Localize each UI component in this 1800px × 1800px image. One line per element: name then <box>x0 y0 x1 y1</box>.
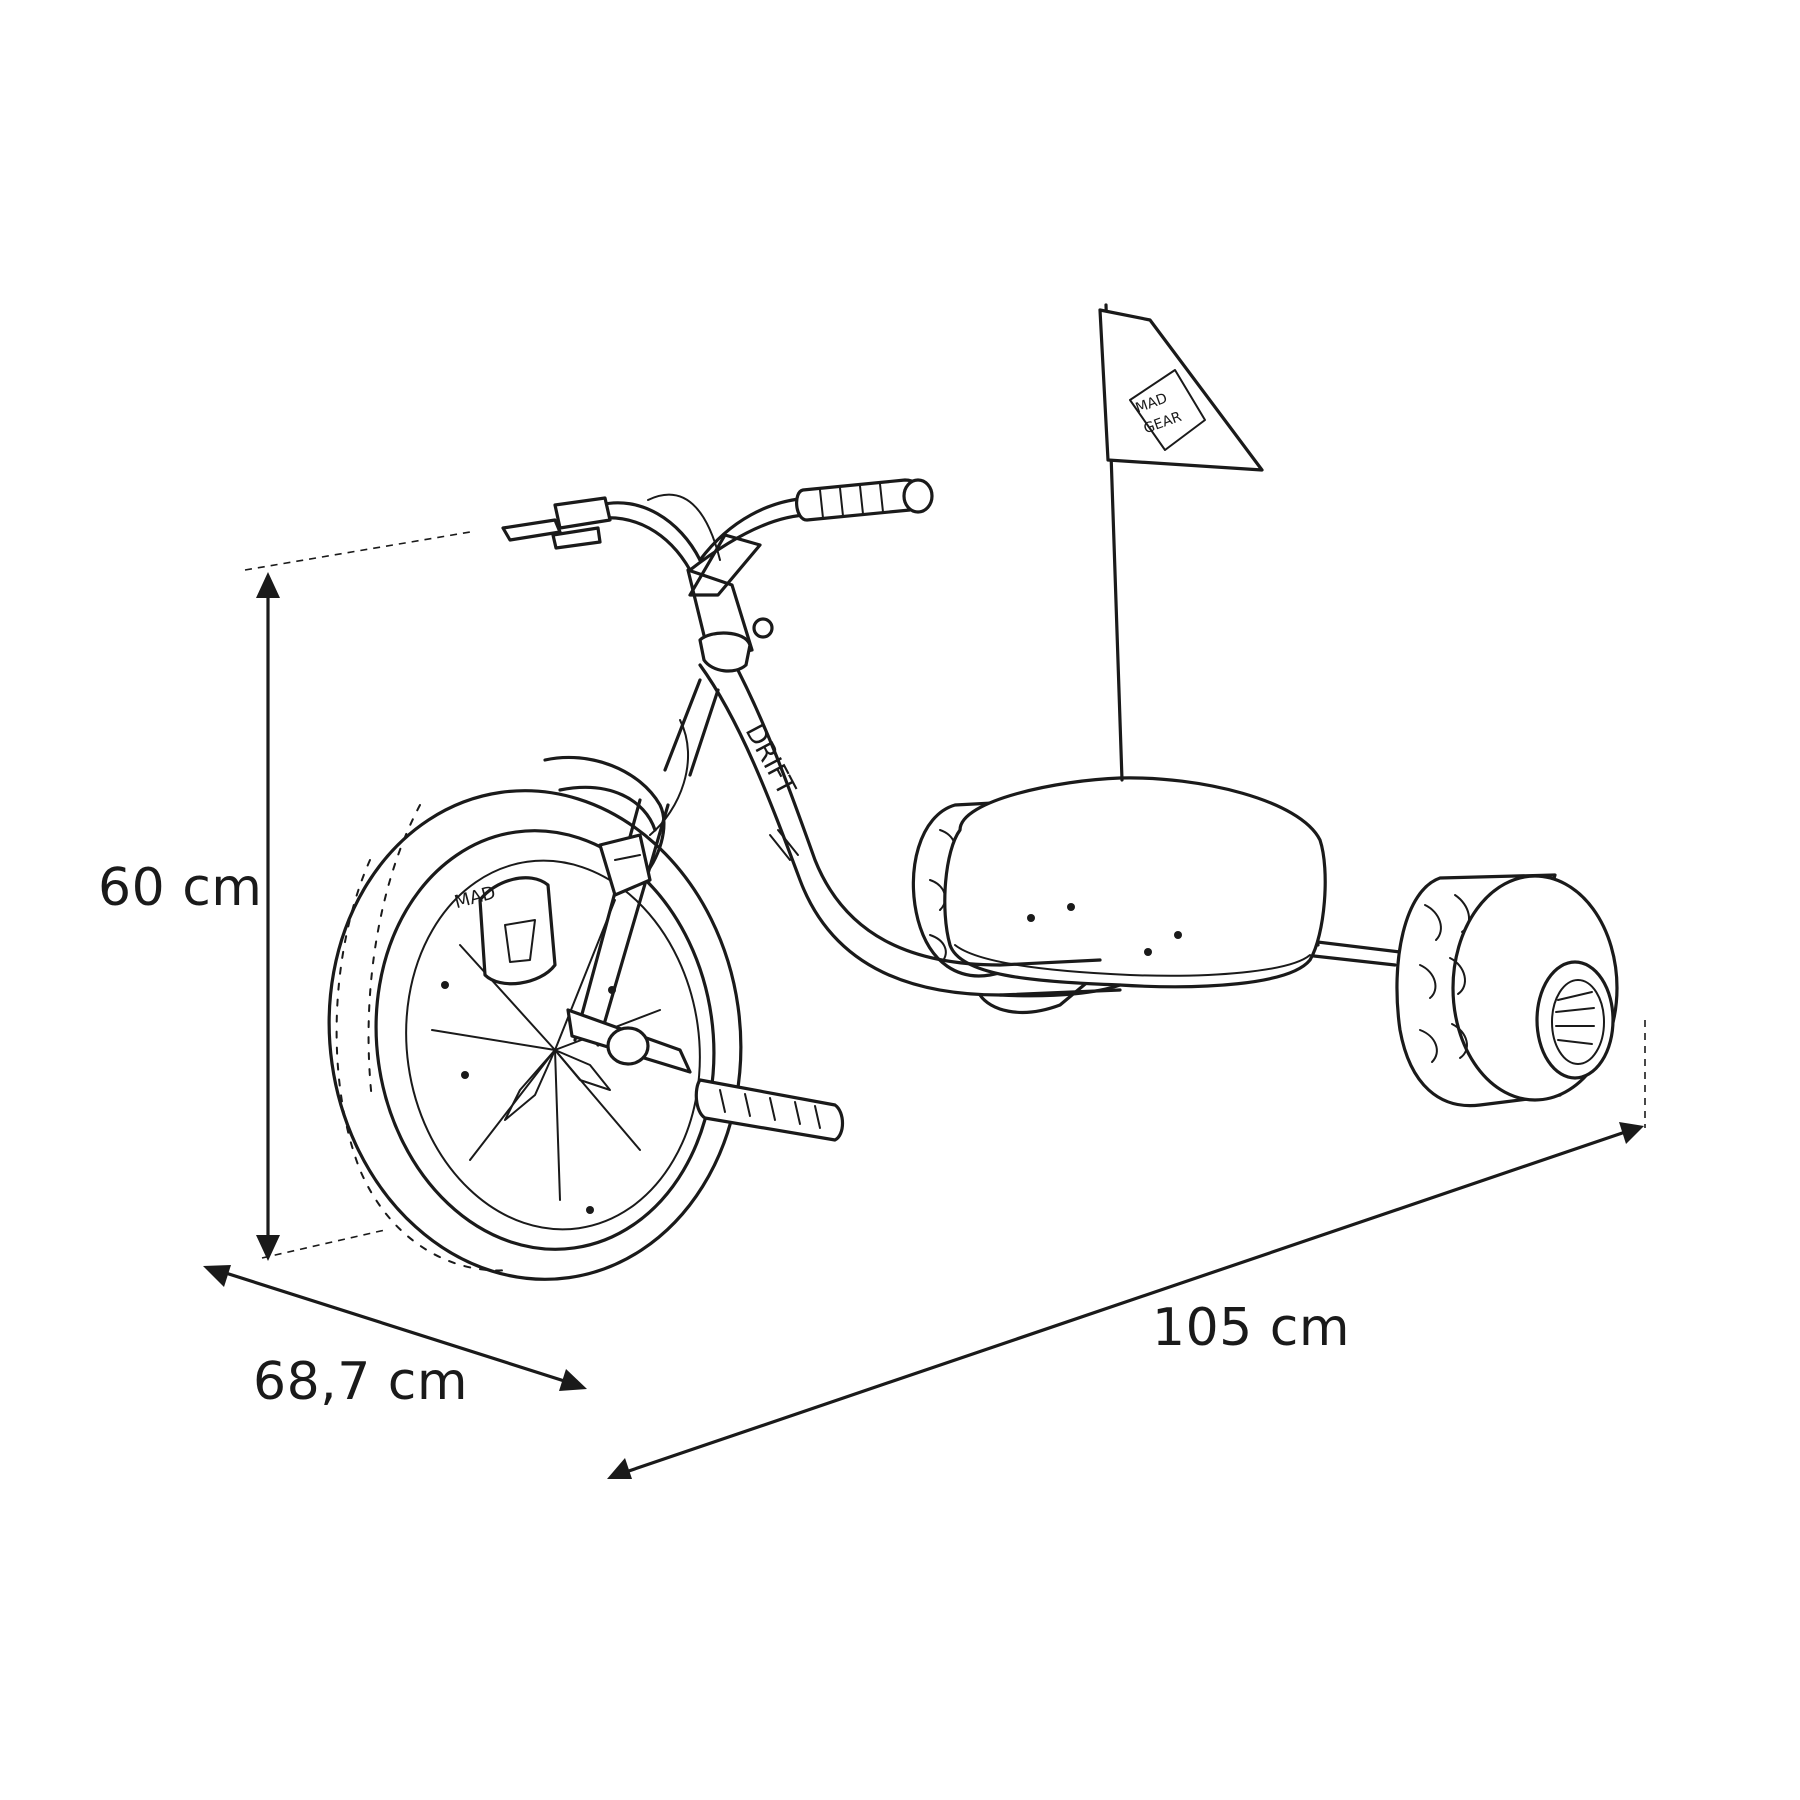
rear-right-wheel <box>1395 873 1619 1108</box>
arrow-left-icon <box>607 1458 632 1479</box>
flag-pennant <box>1098 308 1264 472</box>
seat <box>943 776 1327 1014</box>
depth-dimension-line <box>208 1266 582 1388</box>
length-dimension <box>607 1020 1646 1479</box>
brake-lever <box>501 518 562 542</box>
brake-caliper <box>598 833 652 897</box>
arrow-down-icon <box>256 1235 280 1261</box>
depth-dimension-label: 68,7 cm <box>253 1352 469 1412</box>
wheel-badge: MAD <box>452 876 557 986</box>
length-dimension-label: 105 cm <box>1152 1298 1351 1358</box>
arrow-right-icon <box>559 1369 587 1391</box>
front-wheel: MAD <box>327 789 743 1281</box>
frame-decal: DRIFT <box>739 719 801 800</box>
head-tube <box>686 533 774 673</box>
arrow-left-icon <box>203 1265 231 1287</box>
pedal-crank <box>566 1008 845 1142</box>
arrow-up-icon <box>256 572 280 598</box>
depth-dimension <box>203 1265 587 1391</box>
safety-flag: MAD GEAR <box>1098 303 1264 782</box>
handlebar <box>501 478 934 572</box>
pedal <box>694 1078 845 1142</box>
height-dimension-label: 60 cm <box>98 858 263 918</box>
length-dimension-line <box>612 1126 1639 1478</box>
front-fork <box>543 678 720 1047</box>
arrow-right-icon <box>1619 1122 1644 1144</box>
height-dimension <box>244 531 471 1261</box>
